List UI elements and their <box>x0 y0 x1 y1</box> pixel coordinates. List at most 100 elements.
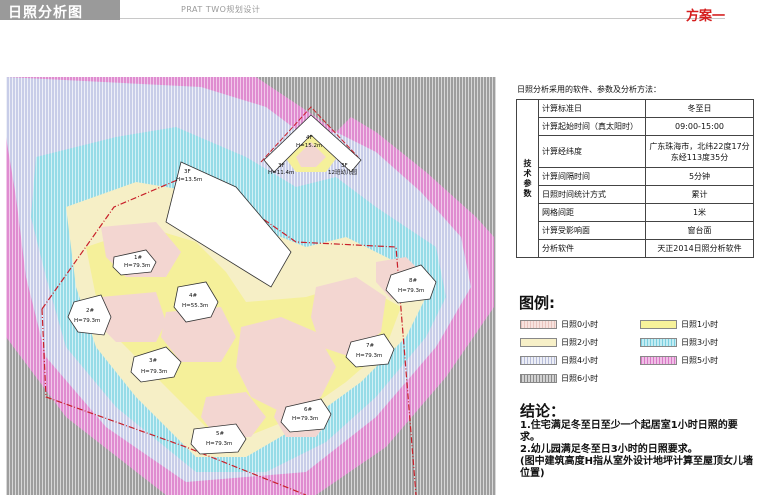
params-title: 日照分析采用的软件、参数及分析方法： <box>517 85 661 94</box>
legend-item: 日照5小时 <box>640 355 718 366</box>
legend-swatch <box>520 320 557 329</box>
building-kindergarten <box>263 114 362 173</box>
tower-4 <box>173 281 219 323</box>
param-value: 5分钟 <box>645 167 754 186</box>
param-key: 日照时间统计方式 <box>538 185 646 204</box>
param-key: 网格间距 <box>538 203 646 222</box>
param-key: 计算起始时间（真太阳时） <box>538 117 646 136</box>
building-3f-block <box>165 161 292 288</box>
scheme-label: 方案一 <box>686 9 726 24</box>
tower-8 <box>385 264 437 304</box>
conclusion-line: 1.住宅满足冬至日至少一个起居室1小时日照的要求。 <box>520 420 738 443</box>
param-value: 天正2014日照分析软件 <box>645 239 754 258</box>
legend-swatch <box>640 356 677 365</box>
legend-label: 日照4小时 <box>561 356 599 365</box>
conclusion-line: (图中建筑高度H指从室外设计地坪计算至屋顶女儿墙位置) <box>520 456 753 479</box>
legend-label: 日照2小时 <box>561 338 599 347</box>
tower-6 <box>280 398 332 433</box>
label-b7: 7# <box>366 343 374 349</box>
header-divider <box>120 18 725 19</box>
legend-item: 日照0小时 <box>520 319 598 330</box>
label-b3: 3F <box>184 169 191 175</box>
table-row: 日照时间统计方式 累计 <box>517 185 754 204</box>
legend-label: 日照0小时 <box>561 320 599 329</box>
label-b2: 2# <box>86 308 94 314</box>
param-value: 累计 <box>645 185 754 204</box>
height-b5: H=79.3m <box>206 441 232 447</box>
zone-0h-c <box>161 307 236 362</box>
param-key: 计算间隔时间 <box>538 167 646 186</box>
zone-kindergarten-0h <box>296 142 326 167</box>
legend: 日照0小时 日照1小时 日照2小时 日照3小时 日照4小时 日照5小时 日照6小… <box>520 319 760 389</box>
zone-0h-e <box>311 277 386 357</box>
label-b8: 8# <box>409 278 417 284</box>
legend-item: 日照4小时 <box>520 355 598 366</box>
legend-title: 图例: <box>519 294 555 312</box>
param-key: 计算标准日 <box>538 99 646 118</box>
param-value: 09:00-15:00 <box>645 117 754 136</box>
title-block: 日照分析图 <box>0 0 120 21</box>
label-b3r: 3F <box>341 163 348 169</box>
legend-item: 日照6小时 <box>520 373 598 384</box>
legend-swatch <box>640 338 677 347</box>
table-row: 分析软件 天正2014日照分析软件 <box>517 239 754 258</box>
conclusion-title: 结论： <box>520 402 566 420</box>
height-b3l: H=11.4m <box>268 170 294 176</box>
height-b3r: 12班幼儿园 <box>328 168 357 176</box>
legend-swatch <box>640 320 677 329</box>
tower-3 <box>130 346 182 383</box>
height-b4: H=55.3m <box>182 303 208 309</box>
param-key: 计算经纬度 <box>538 135 646 168</box>
page-title: 日照分析图 <box>8 5 83 21</box>
param-value: 窗台面 <box>645 221 754 240</box>
zone-0h-d <box>236 317 336 412</box>
header: 日照分析图 PRAT TWO规划设计 方案一 <box>0 0 760 24</box>
table-row: 计算起始时间（真太阳时） 09:00-15:00 <box>517 117 754 136</box>
tower-7 <box>345 333 395 368</box>
legend-item: 日照1小时 <box>640 319 718 330</box>
zone-0h-g <box>201 392 266 437</box>
site-boundary-south <box>41 308 307 495</box>
height-b6: H=79.3m <box>292 416 318 422</box>
tower-5 <box>190 423 247 455</box>
height-b3: H=13.5m <box>176 177 202 183</box>
legend-label: 日照3小时 <box>681 338 719 347</box>
conclusion-line: 2.幼儿园满足冬至日3小时的日照要求。 <box>520 444 698 455</box>
legend-label: 日照1小时 <box>681 320 719 329</box>
label-b3l: 3F <box>278 163 285 169</box>
param-value: 广东珠海市，北纬22度17分 东经113度35分 <box>645 135 754 168</box>
legend-label: 日照6小时 <box>561 374 599 383</box>
label-b3h: 3# <box>149 358 157 364</box>
height-b2: H=79.3m <box>74 318 100 324</box>
height-b4t: H=15.2m <box>296 143 322 149</box>
conclusion-text: 1.住宅满足冬至日至少一个起居室1小时日照的要求。 2.幼儿园满足冬至日3小时的… <box>520 420 756 480</box>
table-row: 网格间距 1米 <box>517 203 754 222</box>
param-value: 1米 <box>645 203 754 222</box>
label-b4: 4# <box>189 293 197 299</box>
height-b8: H=79.3m <box>398 288 424 294</box>
height-b3h: H=79.3m <box>141 369 167 375</box>
label-b1: 1# <box>134 255 142 261</box>
legend-label: 日照5小时 <box>681 356 719 365</box>
legend-swatch <box>520 374 557 383</box>
params-table: 技术参数 计算标准日 冬至日 计算起始时间（真太阳时） 09:00-15:00 … <box>516 99 754 258</box>
param-value: 冬至日 <box>645 99 754 118</box>
label-b5: 5# <box>216 431 224 437</box>
tower-2 <box>67 294 112 336</box>
legend-swatch <box>520 338 557 347</box>
kindergarten-boundary <box>260 106 359 163</box>
legend-item: 日照2小时 <box>520 337 598 348</box>
height-b7: H=79.3m <box>356 353 382 359</box>
param-key: 分析软件 <box>538 239 646 258</box>
table-row: 计算受影响面 窗台面 <box>517 221 754 240</box>
table-row: 计算间隔时间 5分钟 <box>517 167 754 186</box>
zone-0h-b <box>96 292 166 342</box>
label-b6: 6# <box>304 407 312 413</box>
page-subtitle: PRAT TWO规划设计 <box>181 5 261 14</box>
legend-item: 日照3小时 <box>640 337 718 348</box>
param-key: 计算受影响面 <box>538 221 646 240</box>
params-side-label: 技术参数 <box>516 99 539 258</box>
table-row: 技术参数 计算标准日 冬至日 <box>516 99 754 258</box>
label-b4t: 4F <box>306 135 313 141</box>
height-b1: H=79.3m <box>124 263 150 269</box>
